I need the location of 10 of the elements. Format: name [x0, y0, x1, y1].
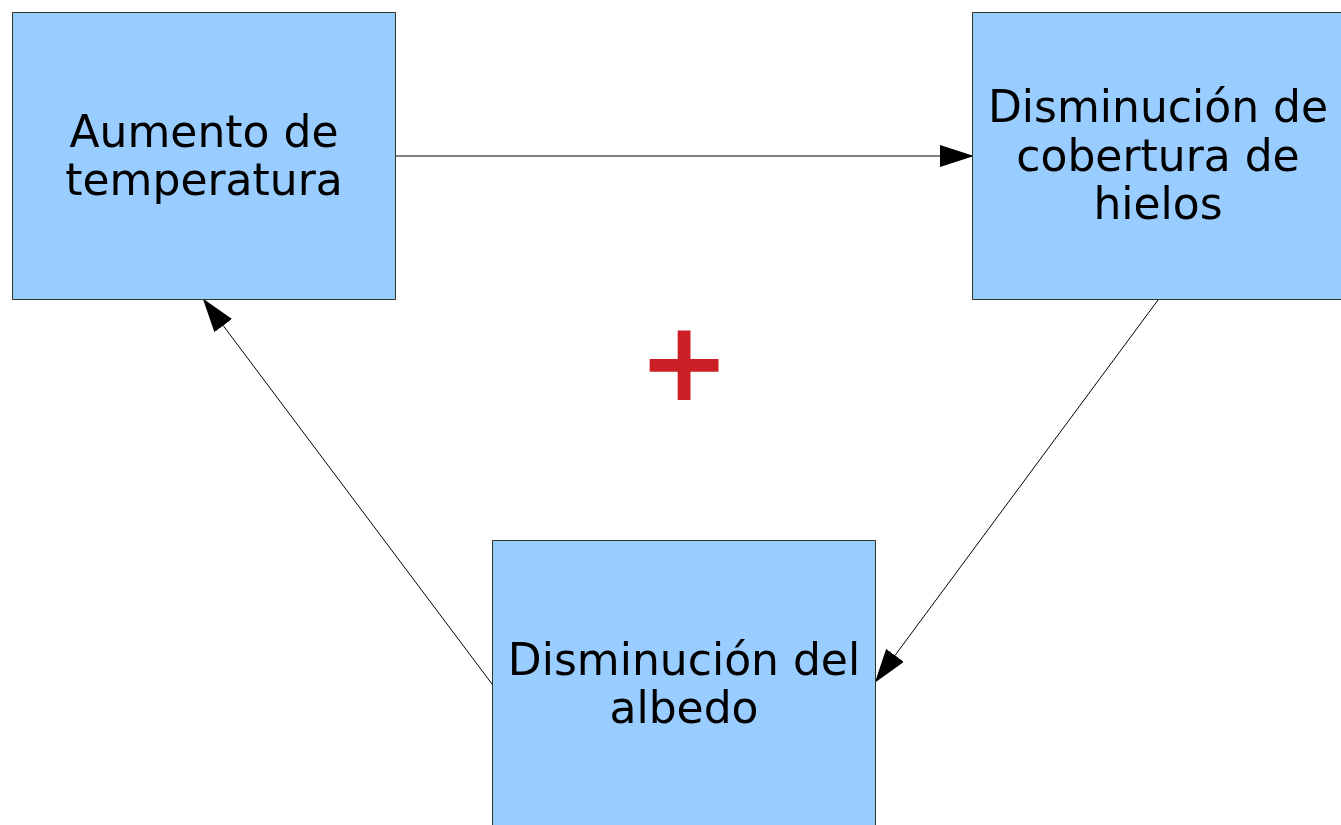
arrow	[395, 145, 974, 167]
arrow	[202, 298, 493, 685]
process-box	[972, 12, 1341, 300]
box-label: Aumento de temperatura	[64, 107, 344, 205]
feedback-sign: +	[638, 307, 731, 417]
box-label: Disminución de cobertura de hielos	[986, 83, 1330, 229]
process-box	[492, 540, 876, 825]
process-box	[12, 12, 396, 300]
arrow	[874, 299, 1159, 683]
box-label: Disminución del albedo	[506, 635, 862, 733]
